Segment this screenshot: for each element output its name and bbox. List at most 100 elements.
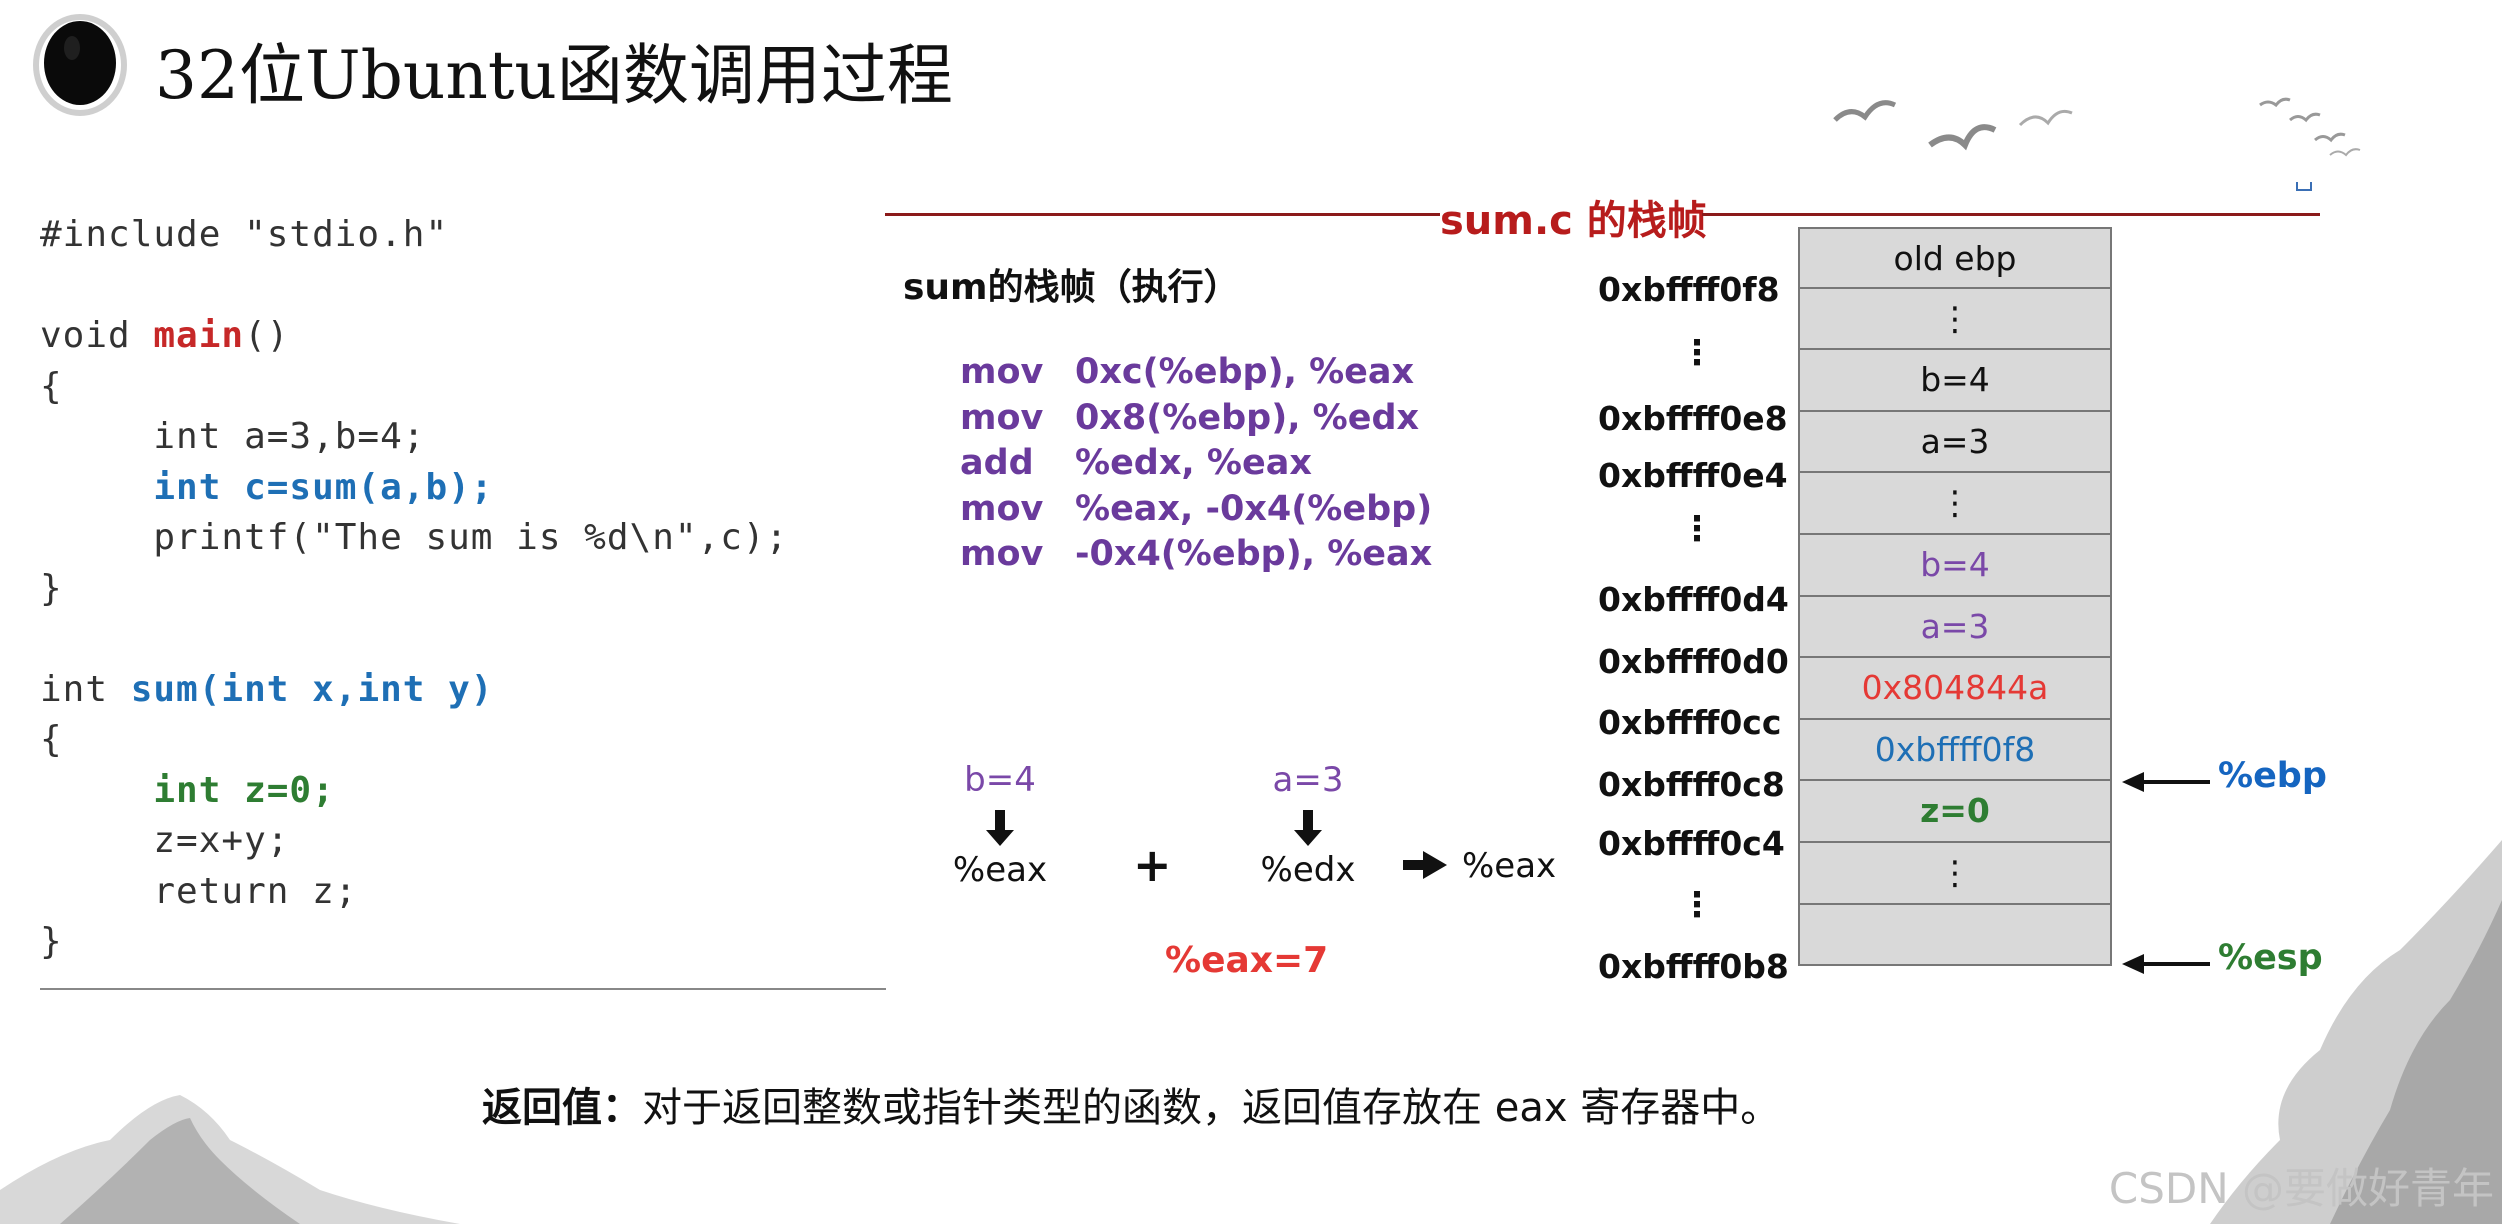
asm-operands: -0x4(%ebp), %eax — [1075, 534, 1432, 574]
asm-operands: %eax, -0x4(%ebp) — [1075, 489, 1432, 529]
plus-sign: + — [1133, 838, 1172, 892]
stack-cell: z=0 — [1798, 781, 2112, 843]
code-token: } — [40, 921, 63, 962]
code-line: #include "stdio.h" — [40, 210, 890, 261]
left-operand-value: b=4 — [960, 760, 1040, 800]
asm-operands: %edx, %eax — [1075, 443, 1312, 483]
left-down-arrowhead-icon — [986, 830, 1014, 846]
address-label: 0xbffff0f8 — [1598, 270, 1778, 309]
code-line: int a=3,b=4; — [40, 412, 890, 463]
code-token — [40, 467, 153, 508]
code-token: #include "stdio.h" — [40, 214, 448, 255]
watermark: CSDN @要做好青年 — [2109, 1155, 2494, 1216]
stack-cell: ⋮ — [1798, 289, 2112, 351]
stack-cell: a=3 — [1798, 597, 2112, 659]
address-label: 0xbffff0cc — [1598, 703, 1778, 742]
address-label: 0xbffff0d0 — [1598, 642, 1778, 681]
asm-opcode: mov — [960, 489, 1075, 529]
code-token: printf("The sum is %d\n",c); — [40, 517, 788, 558]
destination-register: %eax — [1462, 846, 1556, 886]
esp-pointer-label: %esp — [2218, 938, 2323, 978]
code-line: } — [40, 564, 890, 615]
address-label: 0xbffff0b8 — [1598, 947, 1778, 986]
code-token: void — [40, 315, 153, 356]
stack-cell — [1798, 905, 2112, 967]
code-token: { — [40, 366, 63, 407]
asm-instruction: mov%eax, -0x4(%ebp) — [960, 489, 1432, 535]
stack-cell: b=4 — [1798, 350, 2112, 412]
right-register: %edx — [1248, 850, 1368, 890]
code-line: { — [40, 715, 890, 766]
code-line: } — [40, 917, 890, 968]
code-token: int z=0; — [153, 770, 334, 811]
frame-rule-left — [885, 213, 1440, 216]
result-arrow-icon — [1403, 851, 1447, 879]
right-down-arrow-icon — [1303, 810, 1313, 832]
code-block: #include "stdio.h"void main(){ int a=3,b… — [40, 210, 890, 990]
code-line: { — [40, 362, 890, 413]
stack-cell: 0x804844a — [1798, 658, 2112, 720]
asm-operands: 0xc(%ebp), %eax — [1075, 352, 1414, 392]
asm-instruction: add%edx, %eax — [960, 443, 1432, 489]
address-ellipsis: ⋮ — [1680, 336, 1714, 370]
left-register: %eax — [940, 850, 1060, 890]
result-value: %eax=7 — [1165, 940, 1328, 981]
slide-title: 32位Ubuntu函数调用过程 — [155, 22, 953, 118]
frame-title: sum.c 的栈帧 — [1440, 188, 1702, 246]
address-label: 0xbffff0d4 — [1598, 580, 1778, 619]
footer-note: 返回值：对于返回整数或指针类型的函数，返回值存放在 eax 寄存器中。 — [482, 1075, 1780, 1133]
asm-opcode: add — [960, 443, 1075, 483]
ebp-pointer-label: %ebp — [2218, 756, 2327, 796]
asm-operands: 0x8(%ebp), %edx — [1075, 398, 1419, 438]
frame-rule-right — [1702, 213, 2320, 216]
asm-opcode: mov — [960, 352, 1075, 392]
footer-text: 对于返回整数或指针类型的函数，返回值存放在 eax 寄存器中。 — [642, 1085, 1780, 1131]
code-line: int c=sum(a,b); — [40, 463, 890, 514]
mountain-left-decoration-icon — [0, 1080, 560, 1224]
code-line: int sum(int x,int y) — [40, 665, 890, 716]
code-line: int z=0; — [40, 766, 890, 817]
address-ellipsis: ⋮ — [1680, 888, 1714, 922]
address-label: 0xbffff0e4 — [1598, 456, 1778, 495]
asm-instruction: mov-0x4(%ebp), %eax — [960, 534, 1432, 580]
stack-cell: b=4 — [1798, 535, 2112, 597]
stack-cell: ⋮ — [1798, 843, 2112, 905]
corner-mark-icon — [2293, 178, 2317, 196]
code-token: sum(int x,int y) — [131, 669, 494, 710]
code-token: int c=sum(a,b); — [153, 467, 493, 508]
ebp-pointer-arrow-icon — [2122, 772, 2210, 792]
frame-subtitle: sum的栈帧（执行） — [903, 258, 1240, 310]
code-line: return z; — [40, 867, 890, 918]
code-token: } — [40, 568, 63, 609]
code-token: main — [153, 315, 244, 356]
address-label: 0xbffff0c4 — [1598, 824, 1778, 863]
stack-cell: a=3 — [1798, 412, 2112, 474]
code-token: { — [40, 719, 63, 760]
code-line — [40, 614, 890, 665]
code-token: () — [244, 315, 289, 356]
code-token: z=x+y; — [40, 820, 289, 861]
code-token: int — [40, 669, 131, 710]
footer-label: 返回值： — [482, 1085, 642, 1131]
title-ink-circle-icon — [30, 8, 130, 118]
code-line — [40, 261, 890, 312]
esp-pointer-arrow-icon — [2122, 954, 2210, 974]
code-token: int a=3,b=4; — [40, 416, 425, 457]
code-divider — [40, 988, 886, 990]
asm-opcode: mov — [960, 398, 1075, 438]
stack-cell: old ebp — [1798, 227, 2112, 289]
stack-cell: 0xbffff0f8 — [1798, 720, 2112, 782]
code-token — [40, 770, 153, 811]
asm-opcode: mov — [960, 534, 1075, 574]
address-label: 0xbffff0c8 — [1598, 765, 1778, 804]
stack-cell: ⋮ — [1798, 473, 2112, 535]
code-line: z=x+y; — [40, 816, 890, 867]
right-down-arrowhead-icon — [1294, 830, 1322, 846]
right-operand-value: a=3 — [1268, 760, 1348, 800]
code-line: void main() — [40, 311, 890, 362]
address-label: 0xbffff0e8 — [1598, 399, 1778, 438]
